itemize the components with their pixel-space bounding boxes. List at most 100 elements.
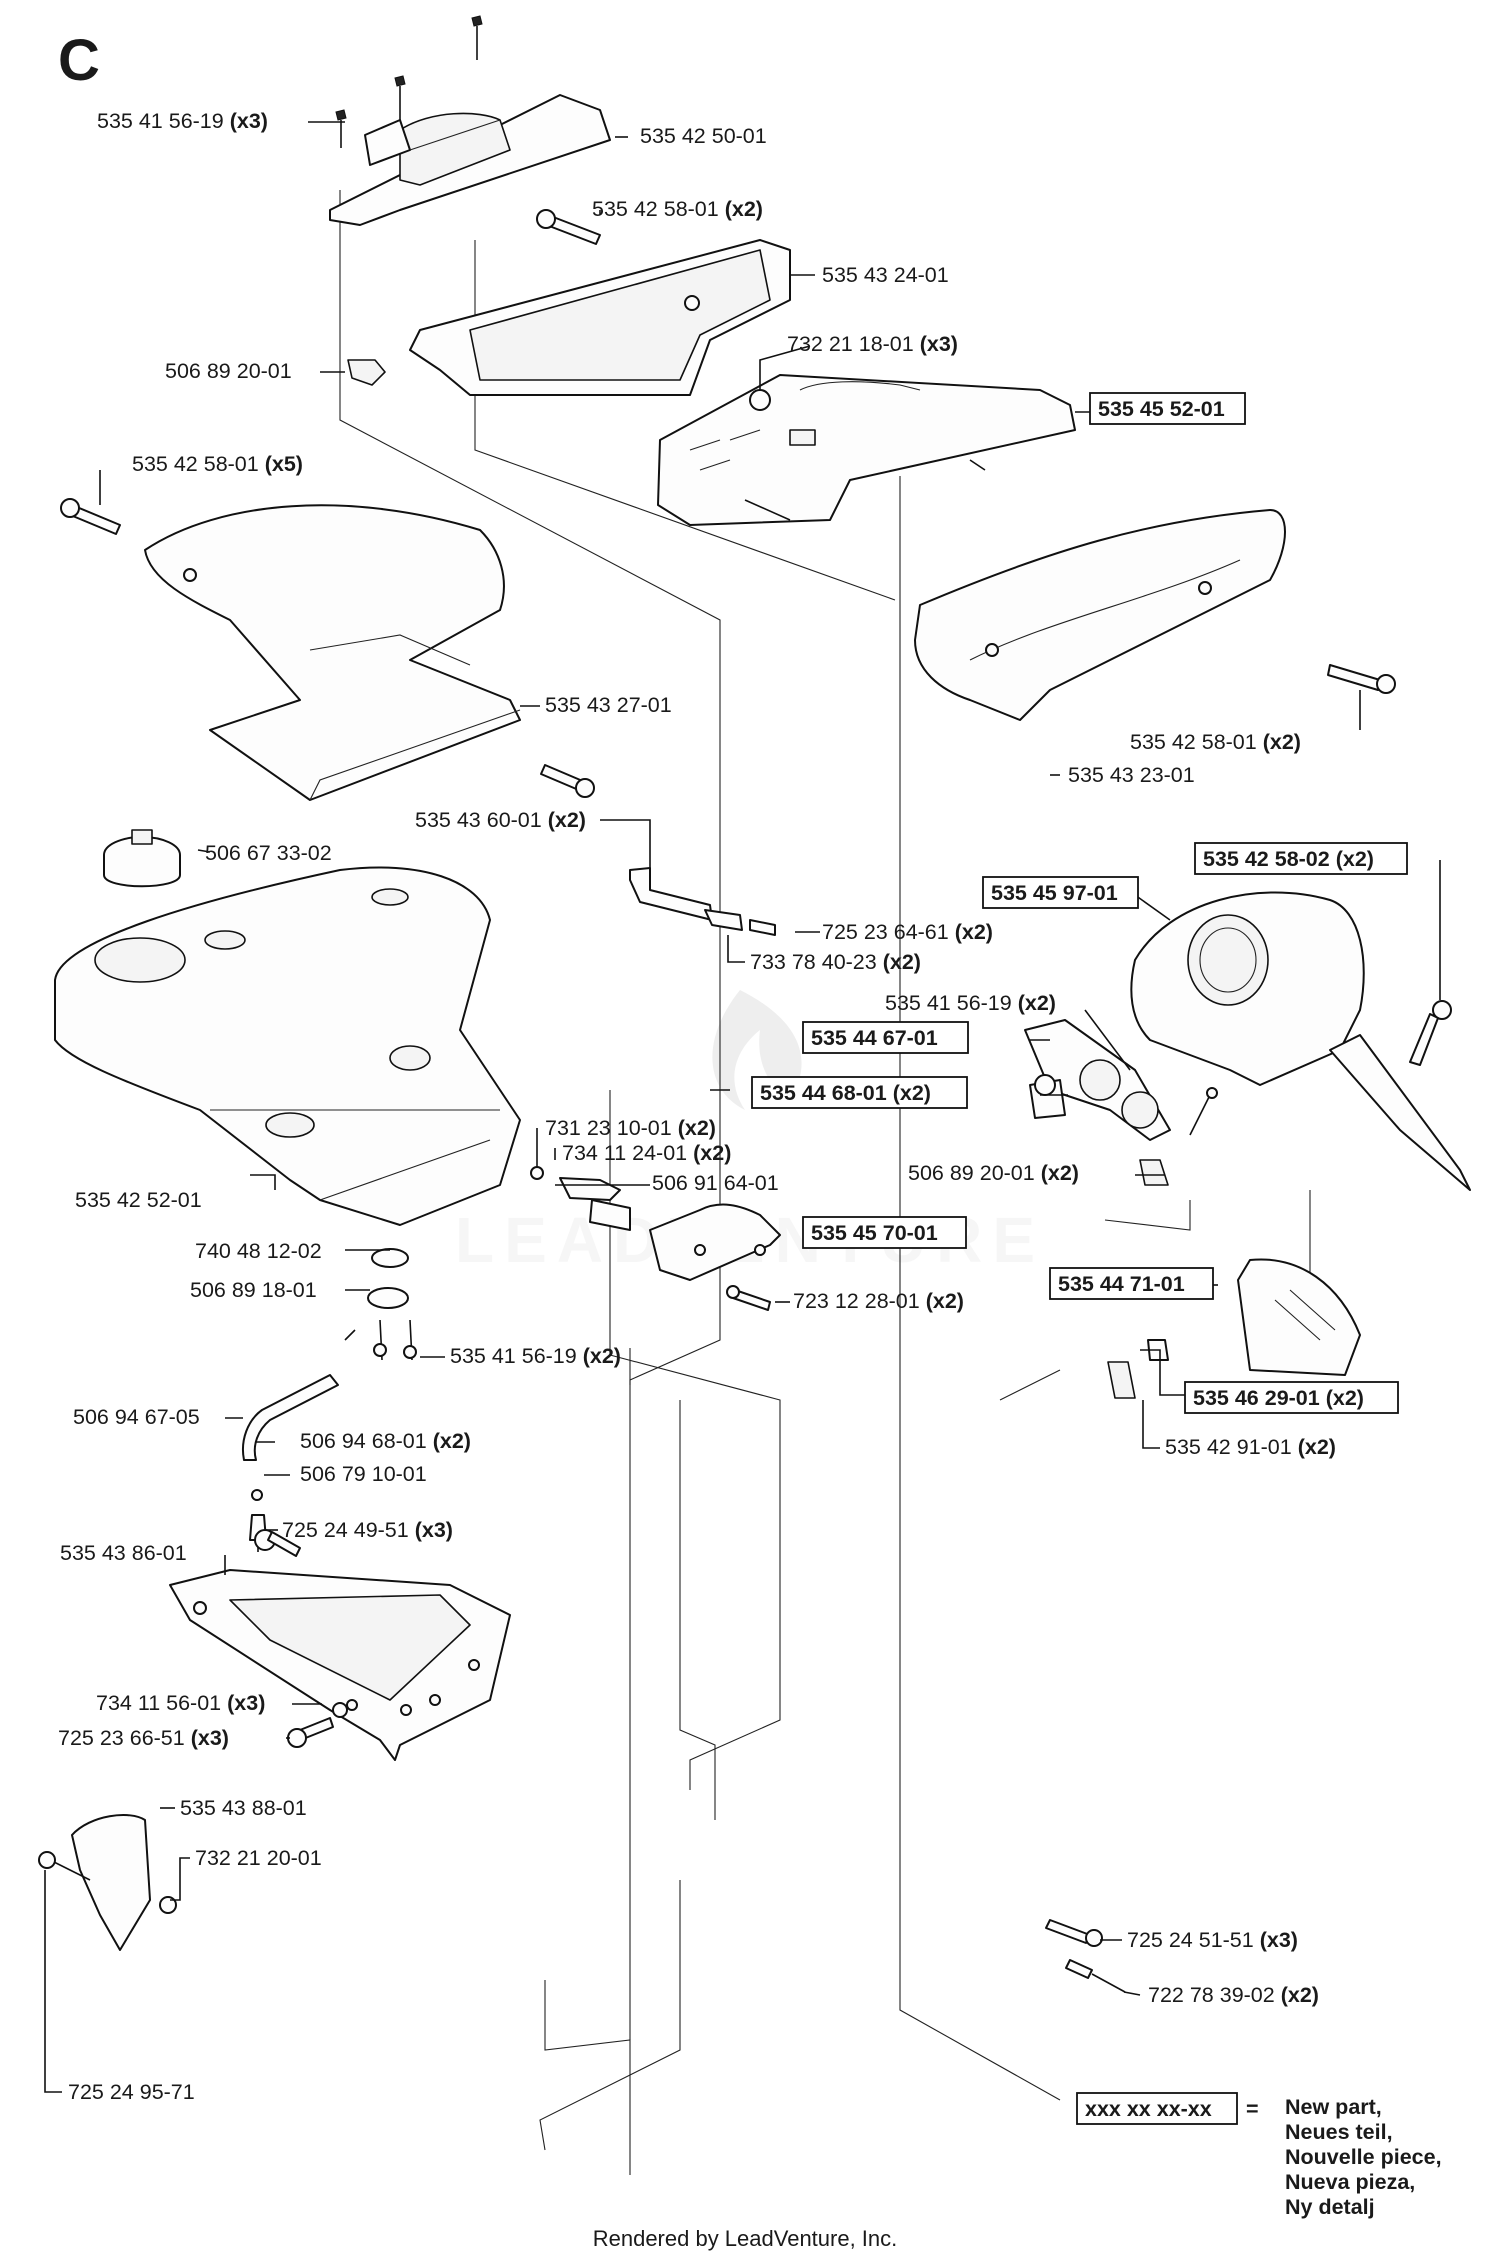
new-part-box [1184,1381,1399,1414]
callout-label: 506 79 10-01 [300,1462,427,1486]
bracket [629,867,776,936]
callout-label: 506 94 67-05 [73,1405,200,1429]
tank-bracket [649,1203,781,1281]
new-part-box [982,876,1139,909]
new-part-box [802,1021,969,1054]
callout-label: 723 12 28-01 (x2) [793,1289,964,1313]
callout-label: 535 43 23-01 [1068,763,1195,787]
callout-label: 725 23 66-51 (x3) [58,1726,229,1750]
callout-label: 535 43 88-01 [180,1796,307,1820]
switch-parts [530,1166,631,1231]
callout-label: 535 43 24-01 [822,263,949,287]
section-letter: C [58,28,100,93]
right-cover [914,509,1286,721]
callout-label: 535 42 58-01 (x2) [592,197,763,221]
tool-tray [169,1569,511,1761]
legend-sample: xxx xx xx-xx [1085,2097,1212,2121]
leader-lines [44,121,1441,2093]
handle-cover [329,94,611,226]
callout-label: 506 67 33-02 [205,841,332,865]
o-ring [371,1248,409,1268]
frame-cover [409,239,791,396]
washer-bolt-icons [287,1699,358,1748]
callout-label: 535 42 58-01 (x2) [1130,730,1301,754]
mirror [1237,1258,1361,1376]
new-part-box [1089,392,1246,425]
legend-sample-box [1076,2092,1238,2125]
callout-label: 535 42 52-01 [75,1188,202,1212]
callout-label: 734 11 24-01 (x2) [562,1141,731,1165]
bolt-icon-2 [1327,664,1396,694]
callout-label: 535 45 97-01 [991,881,1118,905]
control-panel [657,374,1076,526]
callout-label: 535 43 27-01 [545,693,672,717]
new-part-box [802,1216,967,1249]
side-plate [38,1814,177,1951]
callout-labels: 535 41 56-19 (x3) 535 42 50-01 535 42 58… [58,109,1408,2104]
callout-label: 535 44 68-01 (x2) [760,1081,931,1105]
bulb-icon [1029,1074,1066,1119]
clip-icon-1 [347,359,386,386]
bolt-icon-6 [726,1285,771,1311]
left-cover [144,504,521,801]
legend-equals: = [1246,2097,1259,2121]
callout-label: 725 24 95-71 [68,2080,195,2104]
footer-credit: Rendered by LeadVenture, Inc. [593,2226,898,2251]
callout-label: 731 23 10-01 (x2) [545,1116,716,1140]
callout-label: 535 45 70-01 [811,1221,938,1245]
callout-label: 732 21 20-01 [195,1846,322,1870]
callout-label: 506 94 68-01 (x2) [300,1429,471,1453]
pin-icon [1065,1959,1126,1993]
screw-icons-top [335,15,483,148]
legend-line: Nouvelle piece, [1285,2145,1442,2169]
bolt-icon-4 [540,764,595,798]
callout-label: 506 91 64-01 [652,1171,779,1195]
callout-label: 535 41 56-19 (x2) [450,1344,621,1368]
lamp-assembly [1024,1019,1171,1141]
callout-label: 535 45 52-01 [1098,397,1225,421]
callout-label: 506 89 20-01 (x2) [908,1161,1079,1185]
fuel-cap [103,829,181,888]
fuel-fitting [344,1287,417,1361]
callout-label: 732 21 18-01 (x3) [787,332,958,356]
bolt-icon-5 [1409,1000,1452,1066]
callout-label: 535 41 56-19 (x3) [97,109,268,133]
callout-label: 725 24 49-51 (x3) [282,1518,453,1542]
new-part-box [751,1076,968,1109]
callout-label: 535 42 91-01 (x2) [1165,1435,1336,1459]
callout-label: 535 44 71-01 [1058,1272,1185,1296]
callout-label: 535 44 67-01 [811,1026,938,1050]
callout-label: 725 23 64-61 (x2) [822,920,993,944]
screw-icon-5 [1189,1087,1218,1136]
new-part-legend: xxx xx xx-xx = New part, Neues teil, Nou… [1076,2092,1442,2219]
light-housing [1130,891,1365,1086]
clip-icon-2 [1139,1159,1169,1186]
callout-label: 535 43 60-01 (x2) [415,808,586,832]
callout-label: 535 46 29-01 (x2) [1193,1386,1364,1410]
callout-label: 506 89 18-01 [190,1278,317,1302]
mirror-bracket-arm [1329,1034,1471,1191]
callout-label: 535 42 58-02 (x2) [1203,847,1374,871]
new-part-box [1049,1267,1214,1300]
callout-label: 535 43 86-01 [60,1541,187,1565]
callout-label: 733 78 40-23 (x2) [750,950,921,974]
bolt-icon-3 [60,498,121,535]
callout-label: 535 41 56-19 (x2) [885,991,1056,1015]
callout-label: 725 24 51-51 (x3) [1127,1928,1298,1952]
legend-line: Nueva pieza, [1285,2170,1415,2194]
mirror-screw [1107,1339,1169,1399]
legend-line: Neues teil, [1285,2120,1393,2144]
fuel-tank [54,866,521,1226]
legend-line: Ny detalj [1285,2195,1375,2219]
new-part-box [1194,842,1408,875]
bolt-icon-8 [1045,1919,1103,1947]
callout-label: 506 89 20-01 [165,359,292,383]
callout-label: 734 11 56-01 (x3) [96,1691,265,1715]
legend-line: New part, [1285,2095,1382,2119]
callout-label: 740 48 12-02 [195,1239,322,1263]
bolt-icon-1 [536,209,601,245]
callout-label: 722 78 39-02 (x2) [1148,1983,1319,2007]
callout-label: 535 42 58-01 (x5) [132,452,303,476]
callout-label: 535 42 50-01 [640,124,767,148]
